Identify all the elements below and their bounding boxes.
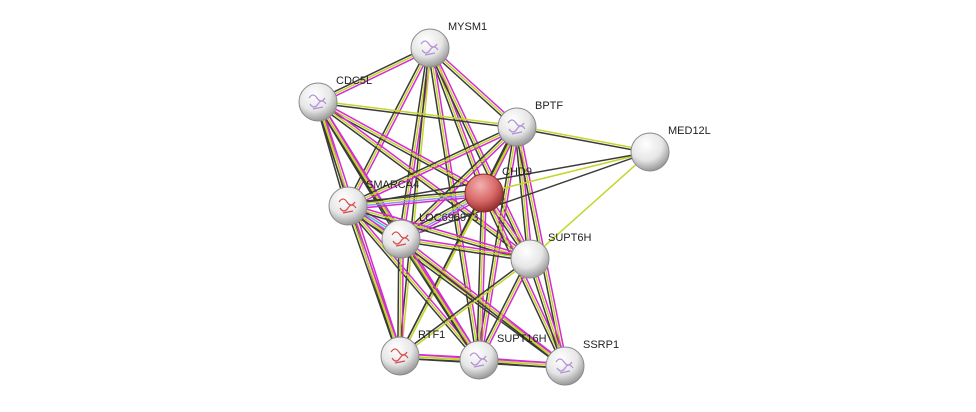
edge-LOC696973-SSRP1[interactable] [401, 236, 567, 365]
edge-MYSM1-BPTF[interactable] [430, 45, 519, 126]
edge-CDC5L-SUPT6H[interactable] [316, 103, 530, 262]
edge-BPTF-SUPT16H[interactable] [478, 126, 518, 361]
edge-BPTF-LOC696973[interactable] [400, 126, 518, 240]
protein-structure-icon [469, 352, 488, 368]
edge-CHD9-SMARCA4[interactable] [347, 188, 484, 204]
node-cdc5l[interactable] [298, 82, 338, 122]
edge-LOC696973-SUPT16H[interactable] [402, 237, 482, 360]
edge-SMARCA4-SUPT16H[interactable] [345, 206, 478, 362]
edge-CHD9-SMARCA4[interactable] [347, 191, 484, 206]
edge-LOC696973-SUPT16H[interactable] [398, 239, 478, 362]
node-label: SSRP1 [583, 339, 620, 351]
node-rtf1[interactable] [380, 336, 420, 376]
edge-CHD9-SMARCA4[interactable] [348, 195, 485, 211]
node-supt16h[interactable] [459, 340, 499, 380]
edge-MED12L-SUPT6H[interactable] [529, 151, 651, 260]
edge-CHD9-SUPT16H[interactable] [478, 192, 485, 361]
edge-SMARCA4-RTF1[interactable] [347, 205, 401, 357]
edge-CDC5L-SUPT6H[interactable] [317, 101, 531, 260]
edge-MYSM1-SUPT6H[interactable] [431, 46, 533, 259]
protein-structure-icon [507, 119, 526, 135]
edge-SMARCA4-RTF1[interactable] [345, 206, 399, 357]
edge-MYSM1-SUPT6H[interactable] [429, 47, 531, 260]
protein-structure-icon [420, 40, 439, 56]
node-loc696973[interactable] [381, 219, 421, 259]
node-label: CHD9 [502, 166, 532, 178]
edge-MYSM1-SUPT6H[interactable] [427, 48, 529, 261]
node-label: SMARCA4 [366, 179, 420, 191]
edge-CDC5L-CHD9[interactable] [317, 101, 485, 194]
edge-BPTF-LOC696973[interactable] [398, 124, 516, 238]
protein-structure-icon [308, 94, 327, 110]
edge-CHD9-SSRP1[interactable] [481, 193, 564, 368]
edge-CHD9-SSRP1[interactable] [483, 192, 566, 367]
node-smarca4[interactable] [328, 186, 368, 226]
edge-LOC696973-RTF1[interactable] [401, 239, 404, 357]
protein-structure-icon [338, 198, 357, 214]
node-supt6h[interactable] [510, 239, 550, 279]
edge-BPTF-SUPT16H[interactable] [476, 126, 516, 360]
node-med12l[interactable] [630, 132, 670, 172]
edge-BPTF-SMARCA4[interactable] [346, 124, 517, 205]
node-label: CDC5L [336, 75, 373, 87]
protein-structure-icon [390, 348, 409, 364]
protein-structure-icon [555, 358, 574, 374]
edge-MED12L-CHD9[interactable] [483, 151, 651, 194]
edge-MYSM1-SMARCA4[interactable] [345, 46, 429, 206]
edge-LOC696973-SSRP1[interactable] [400, 238, 566, 367]
edge-BPTF-LOC696973[interactable] [402, 128, 520, 242]
node-label: MYSM1 [448, 21, 488, 33]
edge-LOC696973-SUPT6H[interactable] [400, 240, 530, 262]
edge-MYSM1-CDC5L[interactable] [317, 47, 431, 103]
edge-BPTF-MED12L[interactable] [517, 125, 651, 152]
node-mysm1[interactable] [410, 28, 450, 68]
edge-LOC696973-SSRP1[interactable] [399, 240, 565, 369]
edge-CDC5L-BPTF[interactable] [318, 100, 518, 127]
edge-MED12L-SMARCA4[interactable] [347, 151, 651, 207]
edge-SUPT6H-RTF1[interactable] [398, 257, 530, 356]
edge-CDC5L-RTF1[interactable] [319, 101, 403, 356]
edge-LOC696973-SUPT16H[interactable] [400, 238, 480, 361]
node-chd9[interactable] [464, 173, 504, 213]
edge-SMARCA4-SUPT6H[interactable] [347, 205, 531, 260]
edge-SMARCA4-RTF1[interactable] [349, 205, 403, 356]
node-label: SUPT16H [497, 333, 547, 345]
edge-CDC5L-SUPT6H[interactable] [318, 99, 532, 258]
edge-SMARCA4-SUPT6H[interactable] [348, 203, 531, 258]
edge-MYSM1-CDC5L[interactable] [316, 45, 430, 101]
edge-MYSM1-CDC5L[interactable] [318, 49, 432, 105]
node-label: SUPT6H [548, 232, 592, 244]
edge-CDC5L-CHD9[interactable] [318, 99, 486, 192]
edge-CHD9-SUPT16H[interactable] [480, 193, 487, 361]
node-label: LOC696973 [419, 212, 479, 224]
node-label: RTF1 [418, 329, 446, 341]
edge-BPTF-MED12L[interactable] [516, 127, 650, 154]
edge-BPTF-SMARCA4[interactable] [348, 128, 519, 209]
node-label: BPTF [535, 100, 564, 112]
edge-MED12L-LOC696973[interactable] [400, 151, 651, 240]
edge-CHD9-SUPT16H[interactable] [476, 192, 483, 360]
edge-MYSM1-BPTF[interactable] [429, 47, 518, 128]
node-ssrp1[interactable] [545, 346, 585, 386]
edge-SMARCA4-SUPT16H[interactable] [347, 205, 480, 361]
edge-CDC5L-BPTF[interactable] [317, 102, 517, 129]
edge-SUPT6H-RTF1[interactable] [400, 259, 532, 358]
protein-structure-icon [391, 231, 410, 247]
edge-BPTF-SUPT16H[interactable] [480, 127, 520, 361]
edge-LOC696973-SUPT6H[interactable] [401, 236, 531, 258]
edge-BPTF-SUPT6H[interactable] [514, 127, 529, 260]
node-label: MED12L [668, 125, 711, 137]
edge-BPTF-SMARCA4[interactable] [347, 126, 518, 207]
edge-LOC696973-SUPT6H[interactable] [400, 238, 531, 260]
edge-MYSM1-RTF1[interactable] [398, 47, 430, 356]
edge-MYSM1-BPTF[interactable] [428, 49, 517, 130]
edge-MYSM1-LOC696973[interactable] [398, 47, 429, 239]
edge-LOC696973-RTF1[interactable] [397, 238, 400, 356]
node-bptf[interactable] [497, 107, 537, 147]
edge-LOC696973-RTF1[interactable] [399, 238, 402, 357]
edge-CHD9-SMARCA4[interactable] [348, 193, 485, 208]
